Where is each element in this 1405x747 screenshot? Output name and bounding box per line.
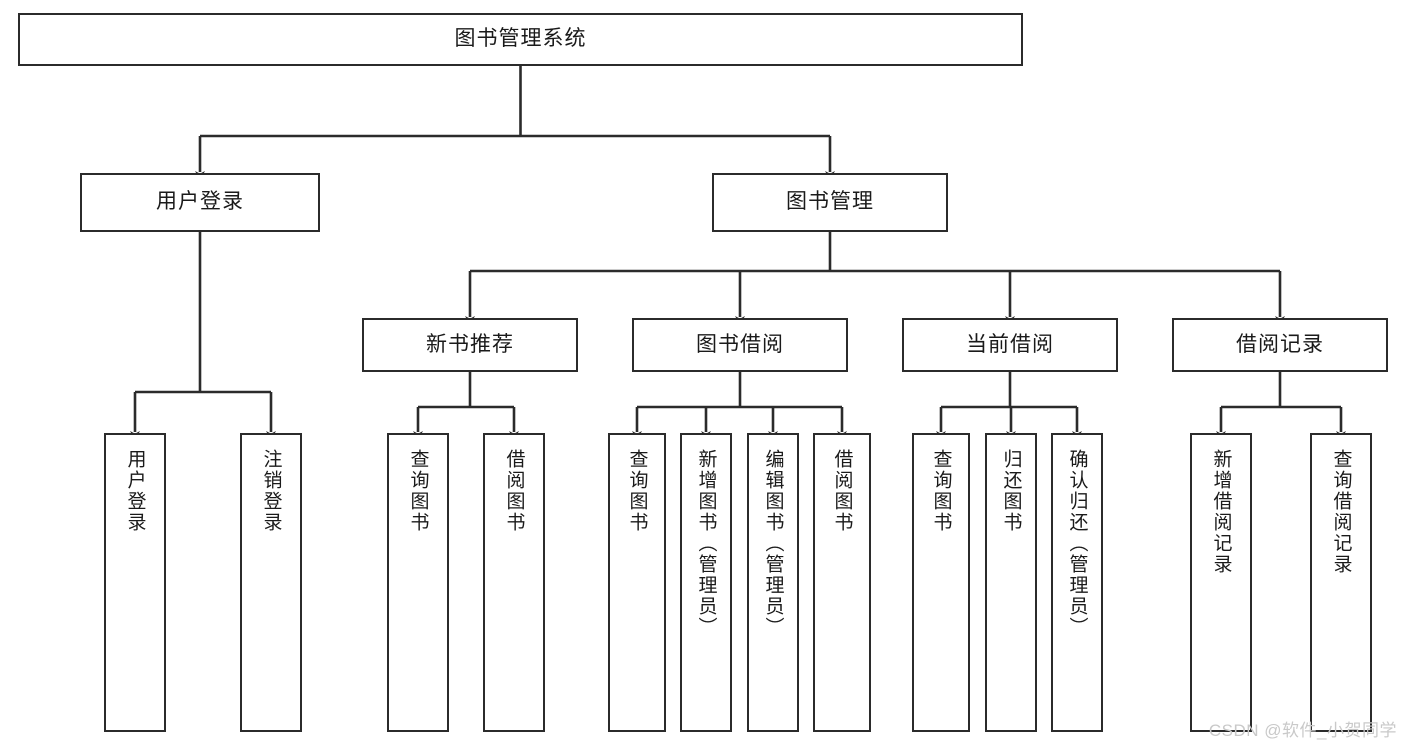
node-label: 查询图书 — [930, 449, 952, 533]
node-b_query[interactable]: 查询图书 — [608, 433, 666, 732]
node-root[interactable]: 图书管理系统 — [18, 13, 1023, 66]
node-bookmgmt[interactable]: 图书管理 — [712, 173, 948, 232]
node-label: 查询图书 — [407, 449, 429, 533]
node-login[interactable]: 用户登录 — [80, 173, 320, 232]
node-records[interactable]: 借阅记录 — [1172, 318, 1388, 372]
node-label: 归还图书 — [1000, 449, 1022, 533]
node-borrow[interactable]: 图书借阅 — [632, 318, 848, 372]
node-b_add[interactable]: 新增图书（管理员） — [680, 433, 732, 732]
node-label: 查询借阅记录 — [1330, 449, 1352, 575]
node-label: 确认归还（管理员） — [1066, 449, 1088, 638]
node-label: 编辑图书（管理员） — [762, 449, 784, 638]
node-label: 图书管理 — [786, 190, 874, 214]
node-l_logout[interactable]: 注销登录 — [240, 433, 302, 732]
node-label: 借阅图书 — [831, 449, 853, 533]
node-label: 图书管理系统 — [454, 27, 587, 51]
node-c_return[interactable]: 归还图书 — [985, 433, 1037, 732]
node-label: 借阅图书 — [503, 449, 525, 533]
node-r_add[interactable]: 新增借阅记录 — [1190, 433, 1252, 732]
node-label: 当前借阅 — [966, 332, 1054, 356]
node-label: 图书借阅 — [696, 332, 784, 356]
node-n_query[interactable]: 查询图书 — [387, 433, 449, 732]
node-label: 借阅记录 — [1236, 332, 1324, 356]
node-n_borrow[interactable]: 借阅图书 — [483, 433, 545, 732]
node-label: 用户登录 — [156, 190, 244, 214]
node-b_edit[interactable]: 编辑图书（管理员） — [747, 433, 799, 732]
node-r_query[interactable]: 查询借阅记录 — [1310, 433, 1372, 732]
node-label: 查询图书 — [626, 449, 648, 533]
node-label: 注销登录 — [260, 449, 282, 533]
node-current[interactable]: 当前借阅 — [902, 318, 1118, 372]
node-c_confirm[interactable]: 确认归还（管理员） — [1051, 433, 1103, 732]
node-label: 新书推荐 — [426, 332, 514, 356]
node-c_query[interactable]: 查询图书 — [912, 433, 970, 732]
node-label: 新增借阅记录 — [1210, 449, 1232, 575]
watermark: CSDN @软件_小贺同学 — [1208, 721, 1397, 740]
node-b_borrow[interactable]: 借阅图书 — [813, 433, 871, 732]
node-l_login[interactable]: 用户登录 — [104, 433, 166, 732]
node-newbook[interactable]: 新书推荐 — [362, 318, 578, 372]
node-label: 用户登录 — [124, 449, 146, 533]
node-label: 新增图书（管理员） — [695, 449, 717, 638]
